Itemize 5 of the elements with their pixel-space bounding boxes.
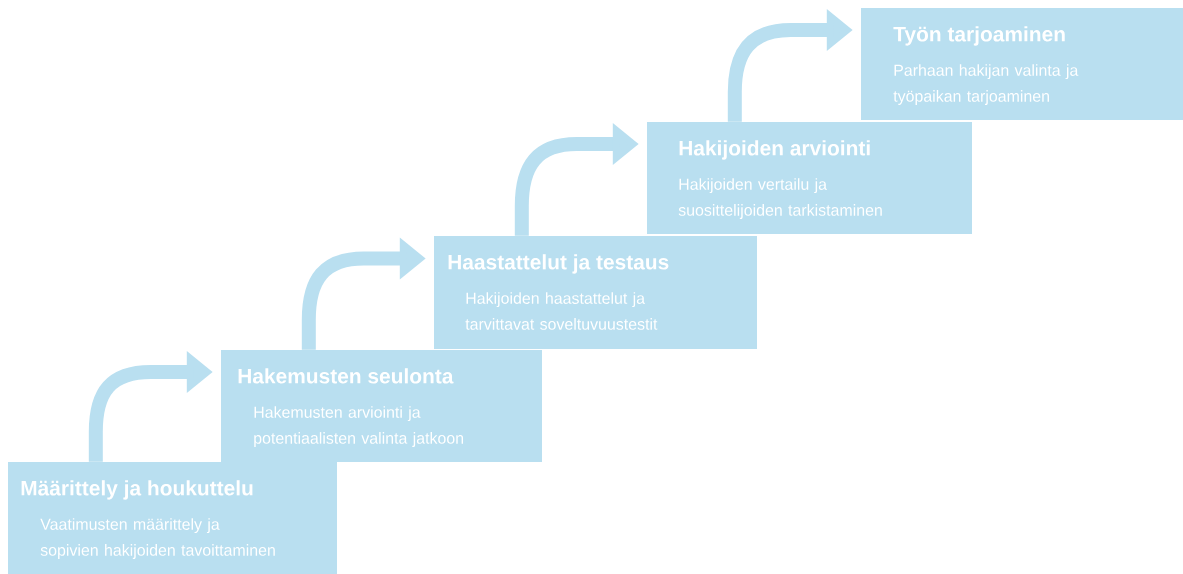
step-box: Haastattelut ja testaus Hakijoiden haastattelut ja tarvittavat soveltuvuustestit bbox=[434, 236, 757, 349]
step-box: Hakemusten seulonta Hakemusten arviointi ja potentiaalisten valinta jatkoon bbox=[221, 350, 542, 462]
step-box: Hakijoiden arviointi Hakijoiden vertailu ja suosittelijoiden tarkistaminen bbox=[647, 122, 972, 234]
step-box: Työn tarjoaminen Parhaan hakijan valinta ja työpaikan tarjoaminen bbox=[861, 8, 1183, 120]
step-box: Määrittely ja houkuttelu Vaatimusten määrittely ja sopivien hakijoiden tavoittaminen bbox=[8, 462, 337, 574]
